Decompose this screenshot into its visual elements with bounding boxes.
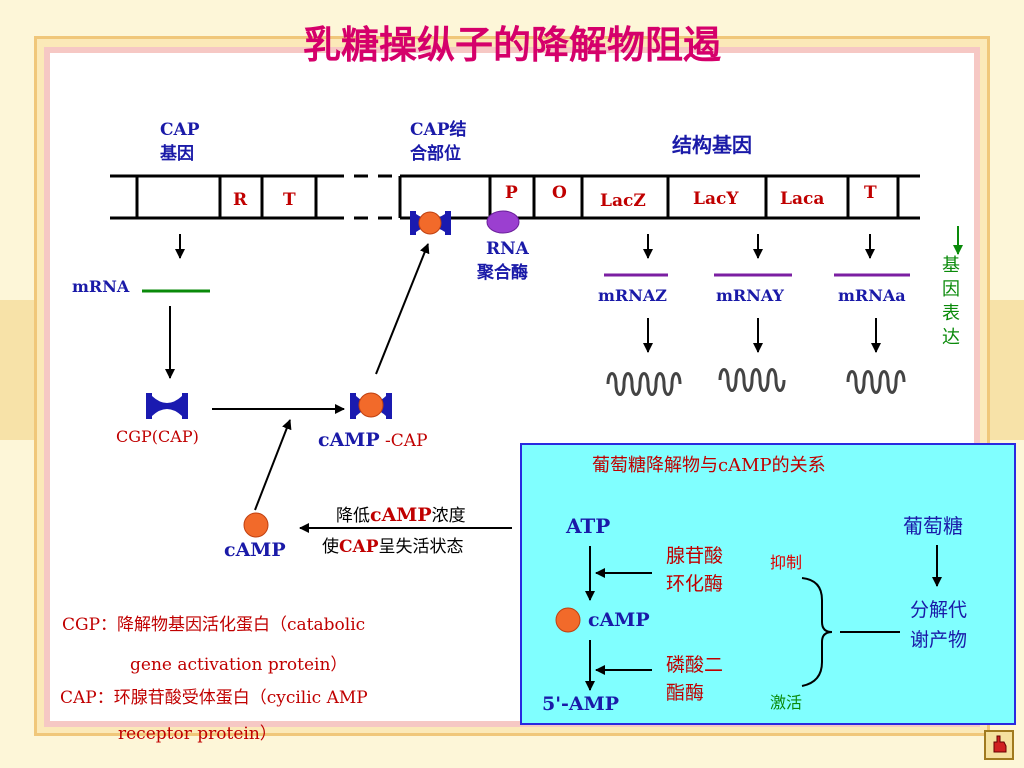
gene-t1: T: [283, 190, 296, 210]
cgp-note-line2: gene activation protein）: [130, 655, 348, 675]
rna-polymerase-label-1: RNA: [486, 239, 529, 259]
panel-glucose: 葡萄糖: [903, 514, 963, 538]
gene-t2: T: [864, 183, 877, 203]
panel-pde-2: 酯酶: [666, 682, 705, 704]
structural-genes-label: 结构基因: [672, 133, 752, 157]
protein-coils: [606, 368, 906, 396]
mrnaz-label: mRNAZ: [598, 286, 667, 305]
camp-molecule-shape: [243, 512, 269, 538]
cgp-label: CGP(CAP): [116, 427, 199, 446]
cap-site-label-2: 合部位: [410, 144, 461, 164]
panel-metabolites-2: 谢产物: [910, 629, 968, 651]
gene-o: O: [552, 183, 567, 203]
panel-camp: cAMP: [588, 609, 650, 631]
gene-r: R: [233, 190, 248, 210]
panel-adenylate-cyclase-2: 环化酶: [666, 573, 724, 595]
reduce-camp-text: 降低cAMP浓度: [336, 504, 466, 526]
cap-note-line1: CAP：环腺苷酸受体蛋白（cycilic AMP: [60, 688, 368, 708]
cgp-protein-shape: [146, 393, 188, 419]
panel-amp: 5'-AMP: [542, 693, 619, 715]
cap-binding-site-protein: [410, 211, 451, 235]
camp-cap-complex-shape: [350, 392, 392, 419]
gene-expression-label-1: 基: [942, 255, 960, 276]
dna-segment-dividers: [135, 176, 900, 218]
panel-adenylate-cyclase-1: 腺苷酸: [666, 545, 724, 567]
panel-pde-1: 磷酸二: [666, 654, 724, 676]
cap-note-line2: receptor protein）: [118, 724, 277, 744]
right-stripes: [990, 300, 1024, 440]
panel-camp-molecule: [555, 607, 581, 633]
gene-laca: Laca: [780, 189, 825, 209]
cap-gene-label-1: CAP: [160, 120, 200, 140]
nav-hand-icon[interactable]: [984, 730, 1014, 760]
cap-gene-label-2: 基因: [160, 144, 194, 164]
mrna-label: mRNA: [72, 277, 130, 296]
cap-site-label-1: CAP结: [410, 120, 467, 140]
rna-polymerase-label-2: 聚合酶: [477, 263, 528, 283]
mrnay-label: mRNAY: [716, 286, 784, 305]
page-title: 乳糖操纵子的降解物阻遏: [302, 23, 721, 67]
rna-polymerase-shape: [486, 210, 520, 234]
inactivate-cap-text: 使CAP呈失活状态: [322, 537, 464, 557]
cgp-note-line1: CGP：降解物基因活化蛋白（catabolic: [62, 615, 366, 635]
gene-expression-label-4: 达: [942, 327, 960, 348]
panel-activate: 激活: [770, 693, 803, 712]
panel-atp: ATP: [566, 514, 611, 538]
gene-expression-label-2: 因: [942, 279, 960, 300]
panel-metabolites-1: 分解代: [910, 599, 968, 621]
gene-lacy: LacY: [693, 189, 739, 209]
gene-expression-label-3: 表: [942, 303, 960, 324]
panel-title: 葡萄糖降解物与cAMP的关系: [592, 455, 826, 476]
gene-lacz: LacZ: [600, 191, 646, 211]
gene-p: P: [505, 183, 518, 203]
left-stripes: [0, 300, 34, 440]
panel-inhibit: 抑制: [770, 553, 803, 572]
camp-cap-label: cAMP -CAP: [318, 429, 428, 451]
mrnaa-label: mRNAa: [838, 286, 906, 305]
camp-label: cAMP: [224, 539, 286, 561]
